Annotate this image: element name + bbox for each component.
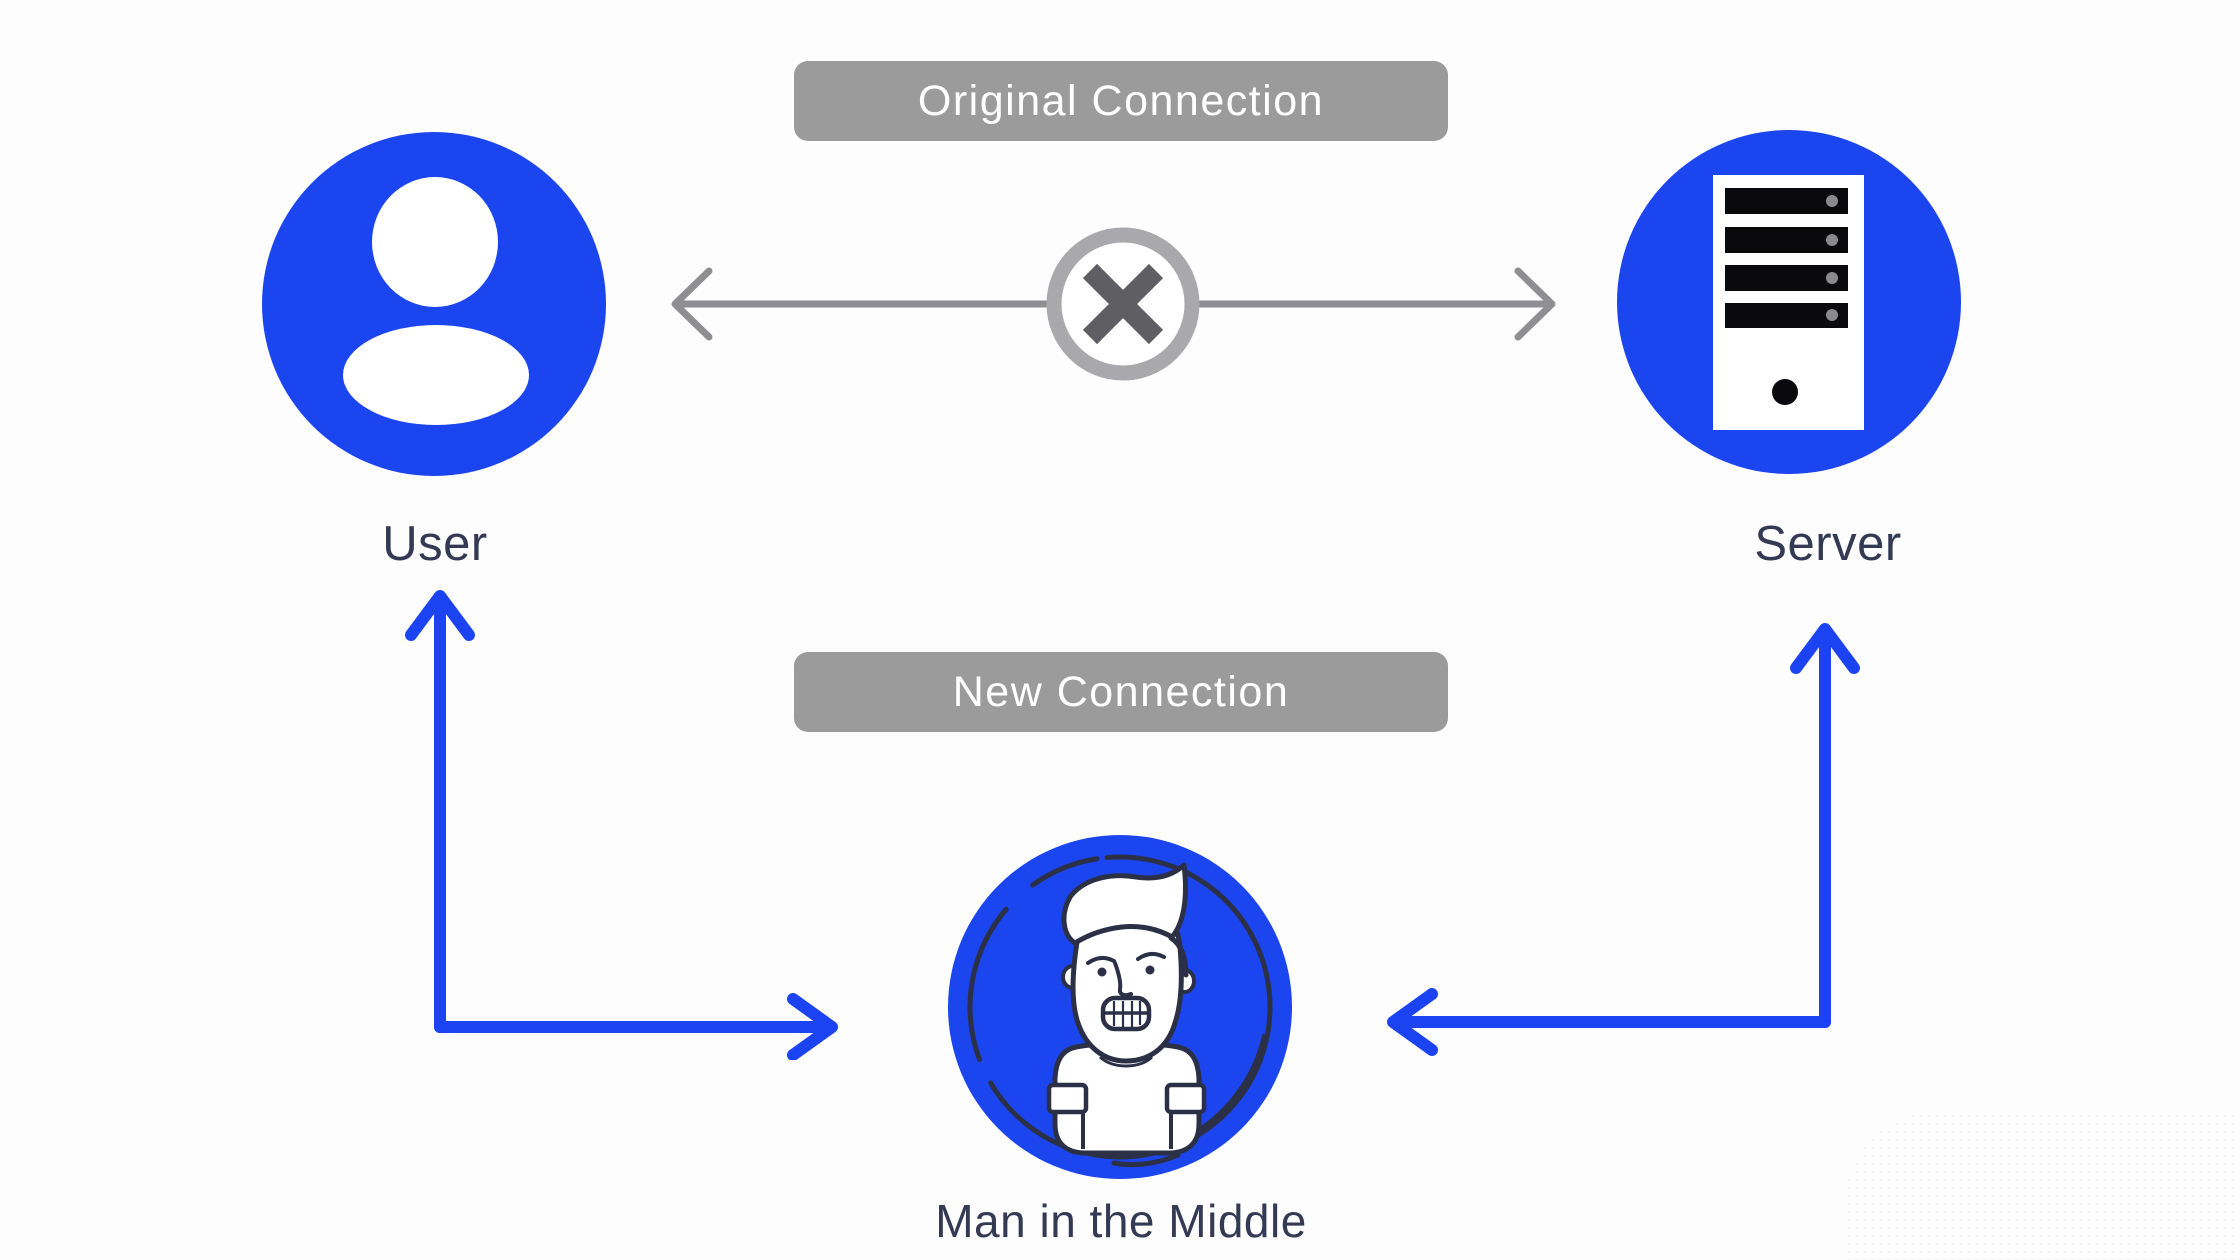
arrowhead-right-icon [787,993,838,1060]
server-rack-bars [1725,188,1848,328]
x-mark-icon [1082,263,1164,345]
arrowhead-up-icon [405,590,475,641]
man-right-eye [1145,965,1155,975]
user-icon-shoulders [343,325,529,425]
user-label: User [382,517,488,571]
man-in-the-middle-icon [948,835,1292,1179]
man-shirt [1046,1040,1207,1156]
mitm-label: Man in the Middle [935,1195,1307,1247]
man-mouth [1100,995,1152,1032]
original-connection-arrow [671,227,1556,381]
man-sideburn [1168,935,1189,978]
gray-double-arrow [671,267,1556,341]
halftone-texture [1845,1112,2240,1260]
arrowhead-right-icon [1514,267,1556,341]
man-right-cuff [1164,1082,1207,1115]
man-face [1061,862,1196,1064]
user-icon-head [372,177,498,307]
arrowhead-left-icon [1387,988,1438,1056]
user-icon [262,132,606,476]
new-connection-label: New Connection [794,652,1448,732]
sketch-dash [1111,1152,1181,1168]
arrowhead-up-icon [1790,623,1860,674]
mitm-server-connector [1387,623,1860,1056]
server-power-dot [1772,379,1798,405]
man-hair [1061,862,1188,946]
man-left-eye [1097,967,1107,977]
man-nose [1113,961,1133,998]
mitm-user-connector [405,590,838,1060]
server-icon [1617,130,1961,474]
server-label: Server [1754,517,1902,571]
man-left-cuff [1046,1082,1089,1115]
arrowhead-left-icon [671,267,713,341]
man-eyebrows [1086,952,1166,965]
original-connection-label: Original Connection [794,61,1448,141]
